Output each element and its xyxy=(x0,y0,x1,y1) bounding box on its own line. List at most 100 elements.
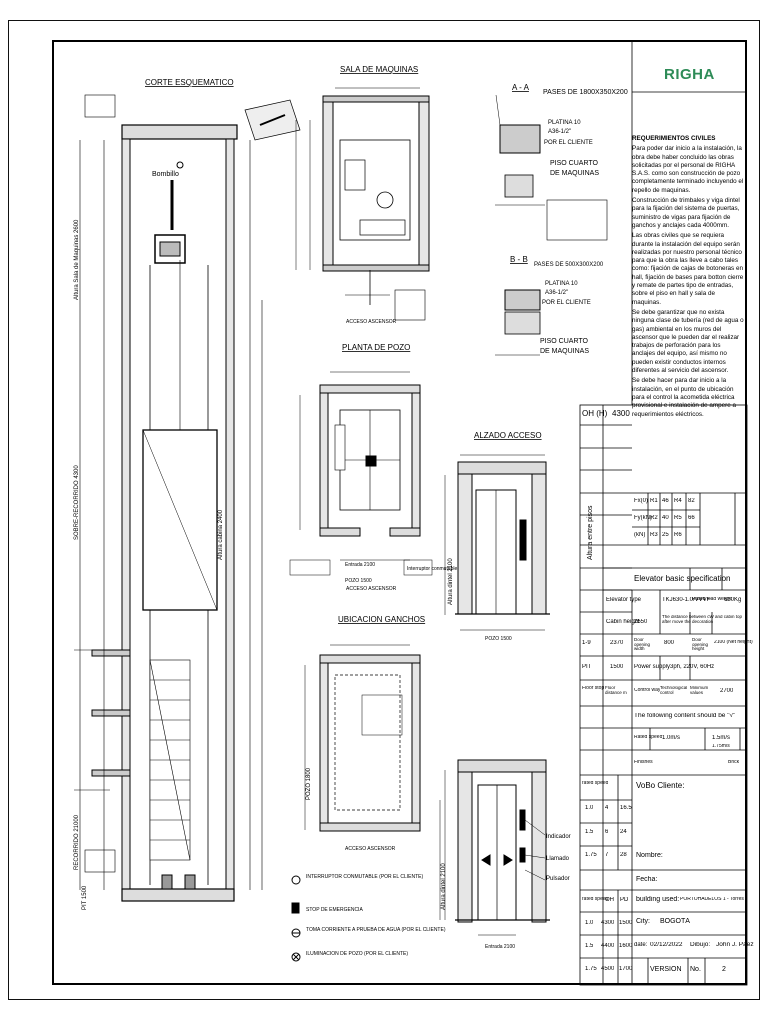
altura-entre-pisos-label: Altura entre pisos xyxy=(587,505,594,560)
speed-cell: 1700 xyxy=(619,966,633,972)
dibujo-label: Dibujo: xyxy=(690,942,711,948)
distance-note: The distance between cW and cabin top af… xyxy=(662,615,743,624)
force-cell: Fy(kN) xyxy=(634,515,652,521)
load-cell: 1.0 xyxy=(585,805,594,811)
sheet-border xyxy=(8,20,760,1000)
maquinas-aa: DE MAQUINAS xyxy=(550,170,599,177)
corte-esquematico-title: CORTE ESQUEMATICO xyxy=(145,78,234,87)
sala-maquinas-view xyxy=(295,87,430,321)
vobo-cliente: VoBo Cliente: xyxy=(636,782,685,790)
indicador-label: Indicador xyxy=(546,834,571,840)
speed-cell: 1500 xyxy=(619,920,633,926)
altura-dintel-lower-label: Altura dintel 2100 xyxy=(441,863,447,910)
force-cell: Fx(0) xyxy=(634,498,648,504)
civil-requirements-notes: REQUERIMIENTOS CIVILES Para poder dar in… xyxy=(632,135,744,421)
pit-label: PIT 1500 xyxy=(82,885,88,910)
city-value: BOGOTÁ xyxy=(660,918,690,925)
piso-cuarto-aa: PISO CUARTO xyxy=(550,160,599,167)
speed-option-1[interactable]: 1.0m/s xyxy=(662,735,681,741)
rated-load-value: 630Kg xyxy=(724,597,742,603)
force-cell: R3 xyxy=(650,532,658,538)
load-cell: 7 xyxy=(605,852,609,858)
force-cell: 66 xyxy=(688,515,695,521)
floor-distance-label: Floor distance m xyxy=(605,686,627,695)
speed-option-3[interactable]: 1.75m/s xyxy=(712,744,730,749)
load-cell: 1.75 xyxy=(585,852,597,858)
floor-stop-label: Floor stop xyxy=(582,686,605,691)
platina-label-bb: PLATINA 10 xyxy=(545,281,578,287)
legend-stop-text: STOP DE EMERGENCIA xyxy=(306,907,363,913)
section-bb-title: B - B xyxy=(510,255,528,264)
speed-cell: 4500 xyxy=(601,966,615,972)
pozo-1800-label: POZO 1800 xyxy=(306,767,312,800)
date-value: 02/12/2022 xyxy=(650,942,683,948)
ubicacion-ganchos-title: UBICACION GANCHOS xyxy=(338,615,425,624)
load-cell: 28 xyxy=(620,852,627,858)
altura-cabina-label: Altura cabina 2400 xyxy=(218,509,224,560)
acceso-ascensor-sala: ACCESO ASCENSOR xyxy=(346,319,397,325)
door-open-label: Door opening width xyxy=(634,638,651,652)
load-cell: 16.5 xyxy=(620,805,632,811)
altura-dintel-label: Altura dintel 2100 xyxy=(448,558,454,605)
elevator-type-label: Elevator type xyxy=(606,597,642,603)
pozo-1500-label: POZO 1500 xyxy=(345,578,372,584)
corte-esquematico-view xyxy=(74,94,301,902)
force-cell: R1 xyxy=(650,498,658,504)
ubicacion-ganchos-view xyxy=(304,644,421,832)
section-bb-view xyxy=(495,289,541,356)
pases-aa-label: PASES DE 1800X350X200 xyxy=(543,89,628,96)
sala-maquinas-title: SALA DE MAQUINAS xyxy=(340,65,418,74)
pit-label-tb: PIT xyxy=(582,664,592,670)
speed-option-2[interactable]: 1.5m/s xyxy=(712,735,731,741)
pozo-acceso-label: POZO 1500 xyxy=(485,636,512,642)
legend-outlet-text: TOMA CORRIENTE A PRUEBA DE AGUA (POR EL … xyxy=(306,927,446,933)
legend-lamp-text: ILUMINACION DE POZO (POR EL CLIENTE) xyxy=(306,951,408,957)
force-cell: 25 xyxy=(662,532,669,538)
oh-label: OH (H) xyxy=(582,410,608,418)
cabin-height-value: 2550 xyxy=(634,619,648,625)
door-elevation-view xyxy=(439,759,550,936)
notes-paragraph: Para poder dar inicio a la instalación, … xyxy=(632,145,744,194)
power-label: Power supply xyxy=(634,664,671,670)
pit-value-tb: 1500 xyxy=(610,664,624,670)
alzado-acceso-title: ALZADO ACCESO xyxy=(474,431,542,440)
door-height-value: 2100 (Net height) xyxy=(714,640,753,645)
elevator-type-value: TKJ630-1.0/VVVF xyxy=(662,597,711,603)
speed-table-head-pd: PD xyxy=(620,897,629,903)
righa-logo: RIGHA xyxy=(664,66,715,83)
load-cell: 6 xyxy=(605,829,609,835)
control-way-value: Technological control xyxy=(660,686,688,695)
force-cell: R2 xyxy=(650,515,658,521)
force-cell: 82 xyxy=(688,498,695,504)
load-cell: 1.5 xyxy=(585,829,594,835)
notes-paragraph: Construcción de trimbales y viga dintel … xyxy=(632,197,740,229)
speed-cell: 4400 xyxy=(601,943,615,949)
following-note: The following content should be "√" xyxy=(634,713,736,719)
door-height-label: Door opening height xyxy=(692,638,709,652)
force-cell: 40 xyxy=(662,515,669,521)
maquinas-bb: DE MAQUINAS xyxy=(540,348,589,355)
load-cell: 4 xyxy=(605,805,609,811)
altura-sala-label: Altura Sala de Maquinas 2600 xyxy=(74,219,80,300)
building-label: building used: xyxy=(636,896,680,903)
date-label: date: xyxy=(634,942,648,948)
brick-option[interactable]: Brick xyxy=(728,760,740,765)
llamado-label: Llamado xyxy=(546,856,570,862)
speed-cell: 1.0 xyxy=(585,920,594,926)
control-way-label: Control way xyxy=(634,688,661,693)
notes-paragraph: Las obras civiles que se requiera durant… xyxy=(632,232,744,306)
speed-table-head-oh: OH xyxy=(605,897,614,903)
speed-head: rated speed xyxy=(582,781,609,786)
minimum-label: Minimum values xyxy=(690,686,709,695)
force-cell: 46 xyxy=(662,498,669,504)
recorrido-label: RECORRIDO 21000 xyxy=(74,814,80,870)
force-cell: R5 xyxy=(674,515,682,521)
interruptor-label: Interruptor conmutable xyxy=(407,566,458,572)
force-cell: R6 xyxy=(674,532,682,538)
cliente-label-aa: POR EL CLIENTE xyxy=(544,140,593,146)
alzado-acceso-view xyxy=(444,454,550,631)
force-cell: R4 xyxy=(674,498,682,504)
speed-cell: 1.5 xyxy=(585,943,594,949)
force-cell: (kN) xyxy=(634,532,646,538)
